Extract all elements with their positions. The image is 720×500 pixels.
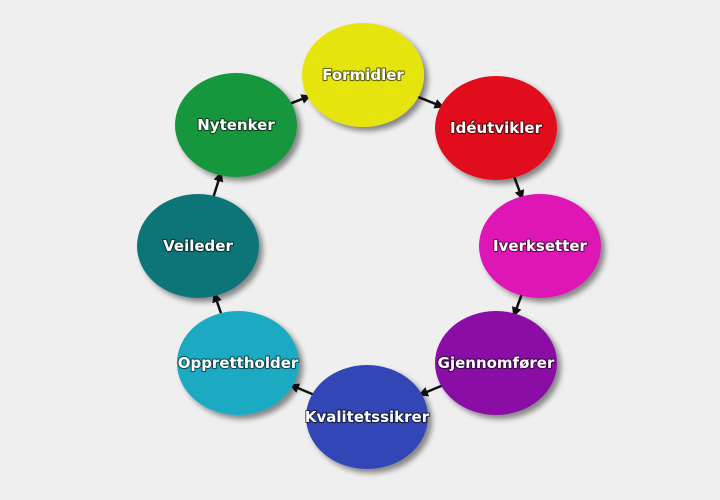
node-label: Idéutvikler bbox=[450, 119, 543, 137]
node-label: Gjennomfører bbox=[438, 354, 555, 372]
node-veileder: Veileder bbox=[137, 194, 259, 298]
arrow-6 bbox=[212, 292, 224, 317]
arrow-1 bbox=[415, 94, 445, 109]
node-nytenker: Nytenker bbox=[175, 73, 297, 177]
node-id-utvikler: Idéutvikler bbox=[435, 76, 557, 180]
arrow-8 bbox=[288, 94, 312, 106]
node-kvalitetssikrer: Kvalitetssikrer bbox=[304, 365, 431, 469]
node-ellipse bbox=[302, 23, 424, 127]
node-ellipse bbox=[175, 73, 297, 177]
arrow-4 bbox=[418, 383, 445, 397]
node-label: Kvalitetssikrer bbox=[305, 408, 430, 426]
nodes-group: FormidlerIdéutviklerIverksetterGjennomfø… bbox=[137, 23, 601, 469]
node-ellipse bbox=[177, 311, 299, 415]
node-label: Formidler bbox=[322, 66, 404, 84]
node-label: Veileder bbox=[163, 237, 233, 255]
node-label: Opprettholder bbox=[178, 354, 299, 372]
arrow-3 bbox=[512, 292, 524, 318]
node-ellipse bbox=[435, 311, 557, 415]
node-gjennomf-rer: Gjennomfører bbox=[435, 311, 557, 415]
node-ellipse bbox=[137, 194, 259, 298]
node-ellipse bbox=[306, 365, 428, 469]
node-formidler: Formidler bbox=[302, 23, 424, 127]
node-opprettholder: Opprettholder bbox=[177, 311, 300, 415]
arrow-7 bbox=[211, 171, 224, 200]
node-ellipse bbox=[435, 76, 557, 180]
node-label: Nytenker bbox=[197, 116, 275, 134]
arrows-group bbox=[211, 94, 525, 397]
node-ellipse bbox=[479, 194, 601, 298]
node-label: Iverksetter bbox=[493, 237, 588, 255]
arrow-2 bbox=[512, 174, 525, 201]
arrow-5 bbox=[289, 383, 316, 397]
node-iverksetter: Iverksetter bbox=[479, 194, 601, 298]
